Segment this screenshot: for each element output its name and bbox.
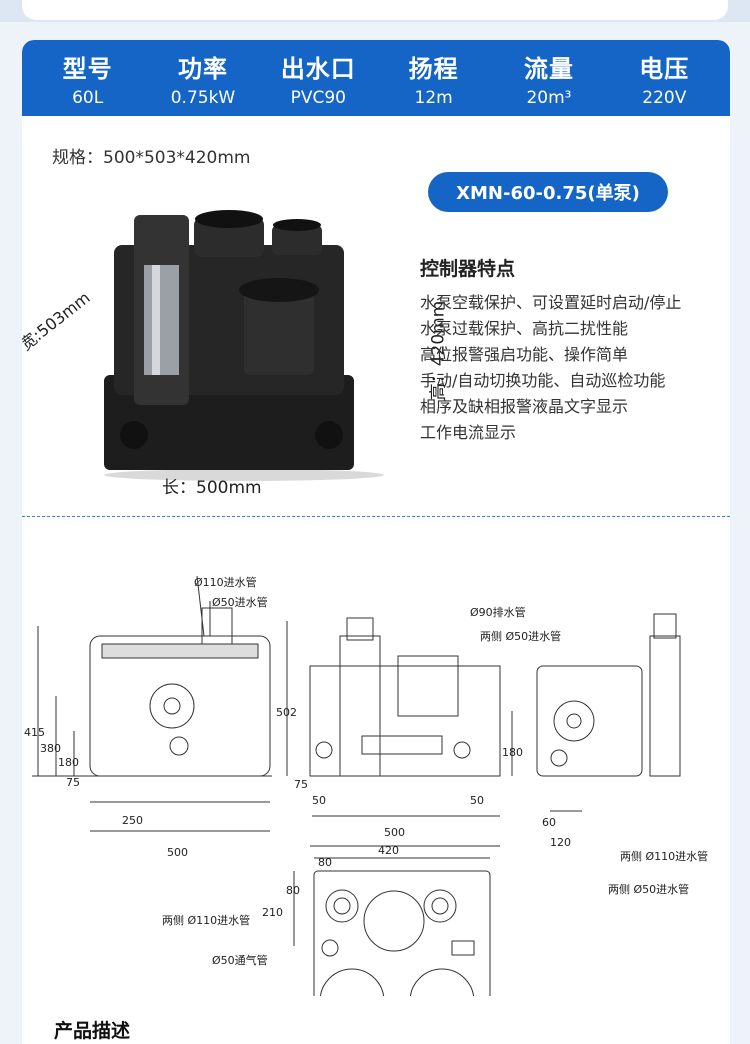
technical-drawing: Ø110进水管 Ø50进水管 Ø90排水管 两侧 Ø50进水管 两侧 Ø110进… (24, 575, 708, 996)
product-length-label: 长：500mm (162, 478, 262, 498)
product-photo (104, 210, 384, 481)
feature-item: 水泵空载保护、可设置延时启动/停止 (420, 293, 682, 312)
spec-key: 电压 (639, 54, 690, 83)
dim-180a: 180 (58, 756, 79, 769)
spec-bar: 型号 60L 功率 0.75kW 出水口 PVC90 扬程 12m 流量 20m³ 电压 2… (22, 40, 730, 116)
dim-210: 210 (262, 906, 283, 919)
dim-180b: 180 (502, 746, 523, 759)
spec-outlet: 出水口 PVC90 (263, 40, 373, 116)
label-out90: Ø90排水管 (470, 605, 526, 619)
label-vent50: Ø50通气管 (212, 953, 268, 967)
dim-50b: 50 (470, 794, 484, 807)
dim-380: 380 (40, 742, 61, 755)
spec-value: 12m (414, 87, 453, 108)
dim-502: 502 (276, 706, 297, 719)
dim-80a: 80 (318, 856, 332, 869)
features-list: 水泵空载保护、可设置延时启动/停止 水泵过载保护、高抗二扰性能 高位报警强启功能… (420, 290, 681, 446)
model-badge: XMN-60-0.75(单泵) (428, 172, 668, 212)
label-both110-right: 两侧 Ø110进水管 (620, 849, 708, 863)
dim-75b: 75 (294, 778, 308, 791)
feature-item: 工作电流显示 (420, 423, 517, 442)
spec-model: 型号 60L (33, 40, 143, 116)
label-in50: Ø50进水管 (212, 595, 268, 609)
size-label: 规格：500*503*420mm (52, 148, 251, 168)
spec-key: 型号 (62, 54, 113, 83)
product-spec-card: 型号 60L 功率 0.75kW 出水口 PVC90 扬程 12m 流量 20m³ 电压 2… (22, 40, 730, 1044)
spec-head: 扬程 12m (379, 40, 489, 116)
spec-key: 流量 (523, 54, 574, 83)
spec-flow: 流量 20m³ (494, 40, 604, 116)
spec-key: 扬程 (408, 54, 459, 83)
dim-500a: 500 (167, 846, 188, 859)
feature-item: 相序及缺相报警液晶文字显示 (420, 397, 629, 416)
label-in110: Ø110进水管 (194, 575, 257, 589)
section-divider (22, 516, 730, 517)
spec-voltage: 电压 220V (609, 40, 719, 116)
spec-key: 出水口 (280, 54, 356, 83)
dim-415: 415 (24, 726, 45, 739)
dim-80b: 80 (286, 884, 300, 897)
spec-key: 功率 (177, 54, 228, 83)
spec-value: 0.75kW (170, 87, 236, 108)
dim-50a: 50 (312, 794, 326, 807)
product-description-title: 产品描述 (54, 1020, 131, 1042)
product-width-label: 宽:503mm (22, 287, 94, 355)
features-title: 控制器特点 (420, 258, 516, 280)
spec-value: 20m³ (526, 87, 572, 108)
dim-60: 60 (542, 816, 556, 829)
label-both50: 两侧 Ø50进水管 (480, 629, 561, 643)
previous-card-edge (0, 0, 750, 22)
dim-420: 420 (378, 844, 399, 857)
dim-120: 120 (550, 836, 571, 849)
feature-item: 手动/自动切换功能、自动巡检功能 (420, 371, 666, 390)
label-both110-left: 两侧 Ø110进水管 (162, 913, 250, 927)
spec-value: PVC90 (290, 87, 346, 108)
dim-500b: 500 (384, 826, 405, 839)
spec-value: 220V (642, 87, 687, 108)
spec-value: 60L (72, 87, 104, 108)
dim-250: 250 (122, 814, 143, 827)
spec-power: 功率 0.75kW (148, 40, 258, 116)
feature-item: 高位报警强启功能、操作简单 (420, 345, 629, 364)
dim-75a: 75 (66, 776, 80, 789)
label-both50-right: 两侧 Ø50进水管 (608, 882, 689, 896)
feature-item: 水泵过载保护、高抗二扰性能 (420, 319, 629, 338)
